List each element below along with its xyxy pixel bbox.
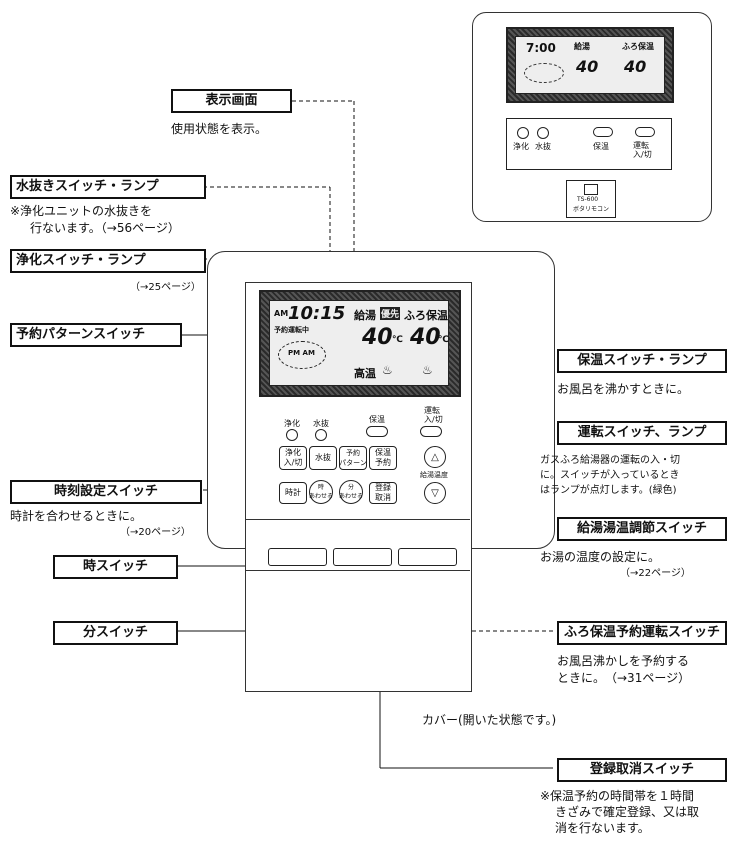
label-hour-switch: 時スイッチ xyxy=(53,555,178,579)
label-run-switch: 運転スイッチ、ランプ xyxy=(557,421,727,445)
desc-temp-1: お湯の温度の設定に。 xyxy=(540,550,661,564)
desc-keep-warm: お風呂を沸かすときに。 xyxy=(557,382,690,396)
desc-drain-2: 行ないます。（→56ページ） xyxy=(30,221,180,235)
drain-lamp xyxy=(315,429,327,441)
label-temp-adjust-switch: 給湯湯温調節スイッチ xyxy=(557,517,727,541)
run-lamp-label: 運転 入/切 xyxy=(424,406,443,424)
desc-bath-1: お風呂沸かしを予約する xyxy=(557,654,690,668)
purify-button[interactable]: 浄化 入/切 xyxy=(279,446,307,470)
thumbnail-purify-lamp xyxy=(517,127,529,139)
desc-bath-2: ときに。 （→31ページ） xyxy=(557,671,691,685)
label-bath-reserve-switch: ふろ保温予約運転スイッチ xyxy=(557,621,727,645)
hour-button[interactable]: 時 あわせる xyxy=(309,480,333,504)
label-clock-set-switch: 時刻設定スイッチ xyxy=(10,480,202,504)
temp-down-button[interactable]: ▽ xyxy=(424,482,446,504)
logo-icon xyxy=(584,184,598,195)
lcd-pattern-text: PM AM xyxy=(288,349,315,357)
drain-button[interactable]: 水抜 xyxy=(309,446,337,470)
lcd-priority-badge: 優先 xyxy=(380,307,401,320)
lcd-supply-label: 給湯 xyxy=(354,309,376,322)
desc-purify: （→25ページ） xyxy=(130,282,201,293)
thumbnail-keep-warm-button[interactable] xyxy=(593,127,613,137)
thumbnail-keep-warm-label: 保温 xyxy=(593,142,609,151)
cover-slot-left xyxy=(268,548,327,566)
cover-top-line xyxy=(245,570,470,571)
label-display-screen: 表示画面 xyxy=(171,89,292,113)
desc-register-1: ※保温予約の時間帯を１時間 xyxy=(540,789,695,803)
lcd-bath-label: ふろ保温 xyxy=(404,309,448,322)
thumbnail-time: 7:00 xyxy=(526,41,556,55)
register-cancel-button[interactable]: 登録 取消 xyxy=(369,482,397,504)
lcd-ampm: AM xyxy=(274,309,289,318)
desc-run-1: ガスふろ給湯器の運転の入・切 xyxy=(540,455,680,466)
thumbnail-run-button[interactable] xyxy=(635,127,655,137)
minute-button[interactable]: 分 あわせる xyxy=(339,480,363,504)
keep-warm-button[interactable] xyxy=(366,426,388,437)
label-register-cancel-switch: 登録取消スイッチ xyxy=(557,758,727,782)
cover-hinge-line xyxy=(245,519,470,520)
label-drain-switch: 水抜きスイッチ・ランプ xyxy=(10,175,206,199)
thumbnail-brand: ボタリモコン xyxy=(573,206,610,213)
lcd-mode: 高温 xyxy=(354,367,376,380)
flame-icon-bath: ♨ xyxy=(422,363,433,377)
label-minute-switch: 分スイッチ xyxy=(53,621,178,645)
cover-slot-middle xyxy=(333,548,392,566)
drain-lamp-label: 水抜 xyxy=(313,419,329,428)
label-reserve-pattern-switch: 予約パターンスイッチ xyxy=(10,323,182,347)
cover-slot-right xyxy=(398,548,457,566)
lcd-reserve-label: 予約運転中 xyxy=(274,326,309,334)
keep-warm-reserve-button[interactable]: 保温 予約 xyxy=(369,446,397,470)
thumbnail-drain-label: 水抜 xyxy=(535,142,551,151)
desc-register-3: 消を行ないます。 xyxy=(555,821,650,835)
thumbnail-display: 7:00 給湯 ふろ保温 40 40 xyxy=(506,27,674,103)
desc-clock-1: 時計を合わせるときに。 xyxy=(10,509,143,523)
thumbnail-button-panel: 浄化 水抜 保温 運転 入/切 xyxy=(506,118,672,170)
flame-icon: ♨ xyxy=(382,363,393,377)
temp-up-button[interactable]: △ xyxy=(424,446,446,468)
purify-lamp-label: 浄化 xyxy=(284,419,300,428)
lcd-pattern-dial: PM AM xyxy=(278,341,326,369)
thumbnail-bath-label: ふろ保温 xyxy=(622,42,654,51)
purify-lamp xyxy=(286,429,298,441)
thumbnail-pattern-dial xyxy=(524,63,564,83)
thumbnail-supply-label: 給湯 xyxy=(574,42,590,51)
thumbnail-run-label: 運転 入/切 xyxy=(633,141,652,159)
desc-temp-2: （→22ページ） xyxy=(620,568,691,579)
desc-run-2: に。スイッチが入っているとき xyxy=(540,470,680,481)
label-purify-switch: 浄化スイッチ・ランプ xyxy=(10,249,206,273)
cover-note: カバー(開いた状態です。) xyxy=(422,713,557,727)
keep-warm-lamp-label: 保温 xyxy=(369,415,385,424)
lcd-supply-temp: 40 xyxy=(362,325,393,350)
clock-set-button[interactable]: 時計 xyxy=(279,482,307,504)
reserve-pattern-button[interactable]: 予約 パターン xyxy=(339,446,367,470)
lcd-bath-temp: 40 xyxy=(410,325,441,350)
desc-run-3: はランプが点灯します。(緑色) xyxy=(540,485,677,496)
desc-register-2: きざみで確定登録、又は取 xyxy=(555,805,700,819)
temp-label: 給湯温度 xyxy=(420,471,448,479)
thumbnail-logo-plate: TS-600 ボタリモコン xyxy=(566,180,616,218)
display-screen: AM 10:15 予約運転中 PM AM 給湯 優先 ふろ保温 40 ℃ 40 … xyxy=(259,290,461,397)
desc-display-screen: 使用状態を表示。 xyxy=(171,122,268,136)
desc-drain-1: ※浄化ユニットの水抜きを xyxy=(10,204,153,218)
desc-clock-2: （→20ページ） xyxy=(120,527,191,538)
thumbnail-bath-temp: 40 xyxy=(624,57,647,76)
lcd-bath-unit: ℃ xyxy=(438,335,449,345)
lcd-time: 10:15 xyxy=(288,303,346,324)
thumbnail-model: TS-600 xyxy=(577,196,599,203)
thumbnail-purify-label: 浄化 xyxy=(513,142,529,151)
label-keep-warm-switch: 保温スイッチ・ランプ xyxy=(557,349,727,373)
lcd-supply-unit: ℃ xyxy=(392,335,403,345)
thumbnail-supply-temp: 40 xyxy=(576,57,599,76)
run-button[interactable] xyxy=(420,426,442,437)
thumbnail-drain-lamp xyxy=(537,127,549,139)
